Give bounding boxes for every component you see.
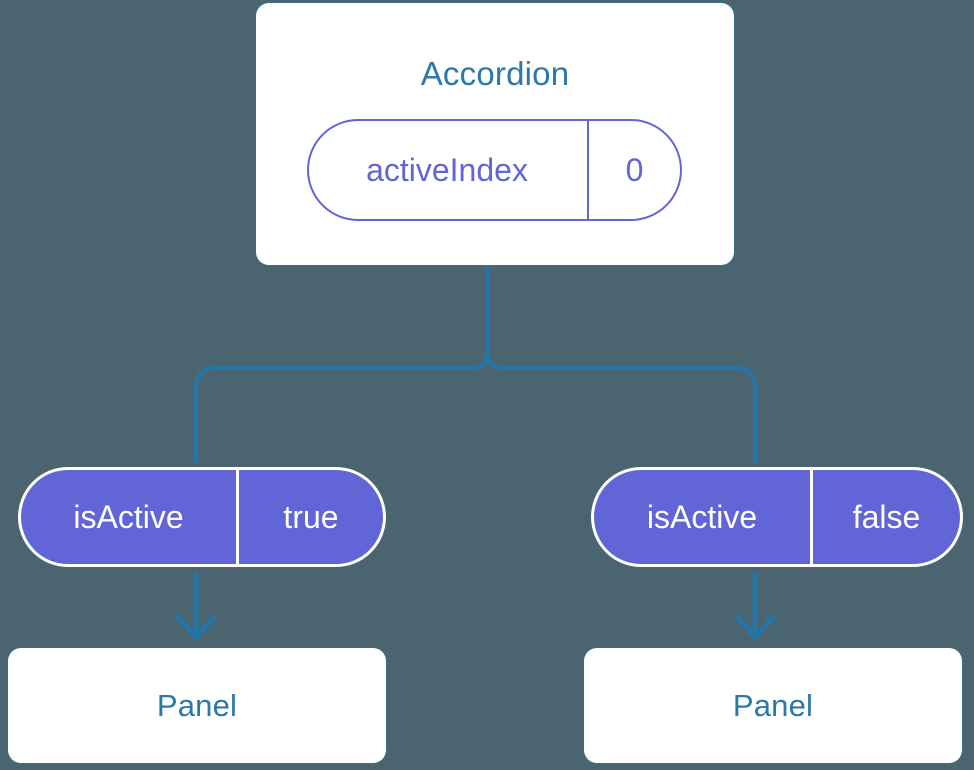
prop-pill-active-index[interactable]: activeIndex 0: [307, 119, 682, 221]
connector-left-branch: [194, 263, 489, 464]
arrow-left-head-icon: [175, 614, 217, 640]
prop-pill-is-active-false[interactable]: isActive false: [591, 467, 963, 567]
arrow-right-head-icon: [734, 614, 776, 640]
node-panel-right[interactable]: Panel: [584, 648, 962, 763]
panel-title: Panel: [156, 687, 238, 723]
prop-key-label: isActive: [73, 498, 184, 535]
prop-value-label: false: [810, 470, 960, 564]
panel-title: Panel: [732, 687, 814, 723]
prop-value-label: 0: [587, 121, 680, 219]
prop-value-label: true: [236, 470, 383, 564]
node-panel-left[interactable]: Panel: [8, 648, 386, 763]
prop-key-label: isActive: [646, 498, 758, 535]
connector-right-branch: [485, 263, 757, 464]
accordion-title: Accordion: [420, 55, 570, 92]
prop-key-label: activeIndex: [366, 151, 528, 188]
prop-pill-is-active-true[interactable]: isActive true: [18, 467, 386, 567]
